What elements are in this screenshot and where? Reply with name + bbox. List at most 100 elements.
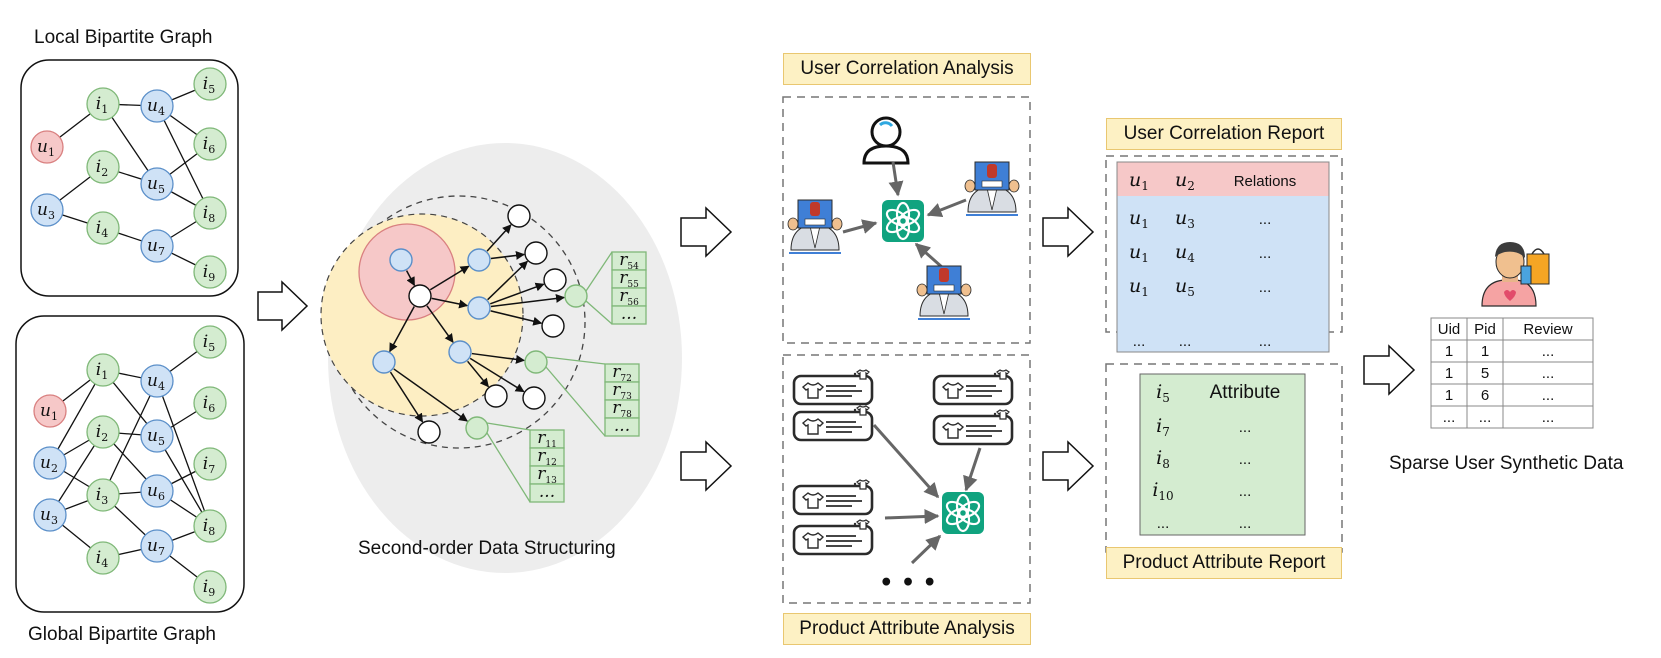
structure-edges <box>389 224 565 423</box>
neighbor-node <box>417 420 441 444</box>
product-review-cards <box>792 369 1014 556</box>
global-node-i4: i4 <box>86 541 120 575</box>
product-attribute-analysis-title: Product Attribute Analysis <box>783 613 1031 645</box>
local-node-u3: u3 <box>30 193 64 227</box>
review-label: r78 <box>612 398 632 420</box>
user-node <box>389 248 413 272</box>
block-arrow-1 <box>257 280 309 332</box>
svg-text:u5: u5 <box>147 174 165 196</box>
structure-edge <box>431 297 469 309</box>
table-cell: ... <box>1479 409 1492 426</box>
table-cell: u1 <box>1129 241 1149 265</box>
local-graph-frame <box>20 59 239 297</box>
svg-text:u4: u4 <box>147 96 165 118</box>
attribute-table-bg <box>1139 373 1306 536</box>
global-node-i6: i6 <box>193 386 227 420</box>
neighbor-node <box>408 284 432 308</box>
table-header-cell: Review <box>1523 321 1572 338</box>
user-report-frame <box>1105 155 1343 333</box>
table-cell: 1 <box>1445 365 1453 382</box>
product-analysis-frame <box>782 354 1031 604</box>
user-node <box>467 296 491 320</box>
review-label: r73 <box>612 380 632 402</box>
svg-text:u3: u3 <box>37 200 55 222</box>
svg-text:u7: u7 <box>147 536 165 558</box>
structure-nodes <box>372 204 588 444</box>
neighbor-node <box>543 268 567 292</box>
structure-edge <box>490 294 565 308</box>
table-cell: u3 <box>1175 207 1195 231</box>
svg-text:i8: i8 <box>203 203 215 225</box>
table-cell: ... <box>1443 409 1456 426</box>
global-graph-frame <box>15 315 245 613</box>
global-node-u5: u5 <box>140 419 174 453</box>
svg-text:u6: u6 <box>147 481 165 503</box>
table-cell: ... <box>1542 365 1555 382</box>
review-label: r13 <box>537 464 557 486</box>
svg-text:u7: u7 <box>147 236 165 258</box>
local-node-u1: u1 <box>30 130 64 164</box>
graph-edge <box>156 380 211 527</box>
chatgpt-icon <box>882 200 924 242</box>
svg-text:i9: i9 <box>203 262 215 284</box>
table-cell: u1 <box>1129 275 1149 299</box>
table-cell: ... <box>1239 483 1252 500</box>
table-cell: u5 <box>1175 275 1195 299</box>
svg-text:i4: i4 <box>96 218 108 240</box>
block-arrow-6 <box>1363 344 1416 396</box>
product-report-frame <box>1105 363 1343 553</box>
second-order-structure: r54r55r56...r72r73r78...r11r12r13... <box>320 143 682 573</box>
review-card-icon <box>792 519 874 556</box>
svg-text:i6: i6 <box>203 134 215 156</box>
svg-text:i5: i5 <box>203 74 215 96</box>
table-header-cell: Attribute <box>1210 382 1281 403</box>
svg-text:u2: u2 <box>40 453 58 475</box>
global-node-u4: u4 <box>140 364 174 398</box>
svg-text:i1: i1 <box>96 94 108 116</box>
local-node-i2: i2 <box>86 150 120 184</box>
table-cell: ... <box>1259 211 1272 228</box>
review-label: r12 <box>537 446 557 468</box>
product-attribute-report-title: Product Attribute Report <box>1106 547 1342 579</box>
item-node <box>465 416 489 440</box>
global-graph-title: Global Bipartite Graph <box>28 624 216 645</box>
user-node <box>467 248 491 272</box>
block-arrow-5 <box>1042 440 1095 492</box>
user-node <box>372 350 396 374</box>
review-card-icon <box>792 369 874 406</box>
local-node-i1: i1 <box>86 87 120 121</box>
neighbor-node <box>522 386 546 410</box>
table-cell: ... <box>1179 333 1192 350</box>
review-label: ... <box>621 304 637 324</box>
table-cell: ... <box>1239 419 1252 436</box>
review-stack: r54r55r56... <box>585 250 647 325</box>
svg-text:i4: i4 <box>96 548 108 570</box>
local-node-u7: u7 <box>140 229 174 263</box>
table-header-cell: u2 <box>1175 169 1195 193</box>
structure-edge <box>405 270 416 287</box>
more-ellipsis: • • • <box>879 570 937 596</box>
item-node <box>524 350 548 374</box>
local-node-u5: u5 <box>140 167 174 201</box>
user-correlation-report-title: User Correlation Report <box>1106 118 1342 150</box>
svg-text:i9: i9 <box>203 577 215 599</box>
structure-edge <box>469 357 525 393</box>
global-node-i2: i2 <box>86 415 120 449</box>
structure-edge <box>426 305 454 343</box>
neighbor-node <box>507 204 531 228</box>
table-cell: ... <box>1133 333 1146 350</box>
graph-edge <box>156 105 211 214</box>
structure-edge <box>490 310 543 326</box>
review-card-icon <box>932 369 1014 406</box>
local-node-i9: i9 <box>193 255 227 289</box>
review-card-icon <box>792 479 874 516</box>
table-header-cell: Uid <box>1438 321 1461 338</box>
local-node-u4: u4 <box>140 89 174 123</box>
table-cell: 6 <box>1481 387 1489 404</box>
svg-text:i3: i3 <box>96 485 108 507</box>
table-header-cell: u1 <box>1129 169 1149 193</box>
local-node-i8: i8 <box>193 196 227 230</box>
table-cell: 1 <box>1445 387 1453 404</box>
